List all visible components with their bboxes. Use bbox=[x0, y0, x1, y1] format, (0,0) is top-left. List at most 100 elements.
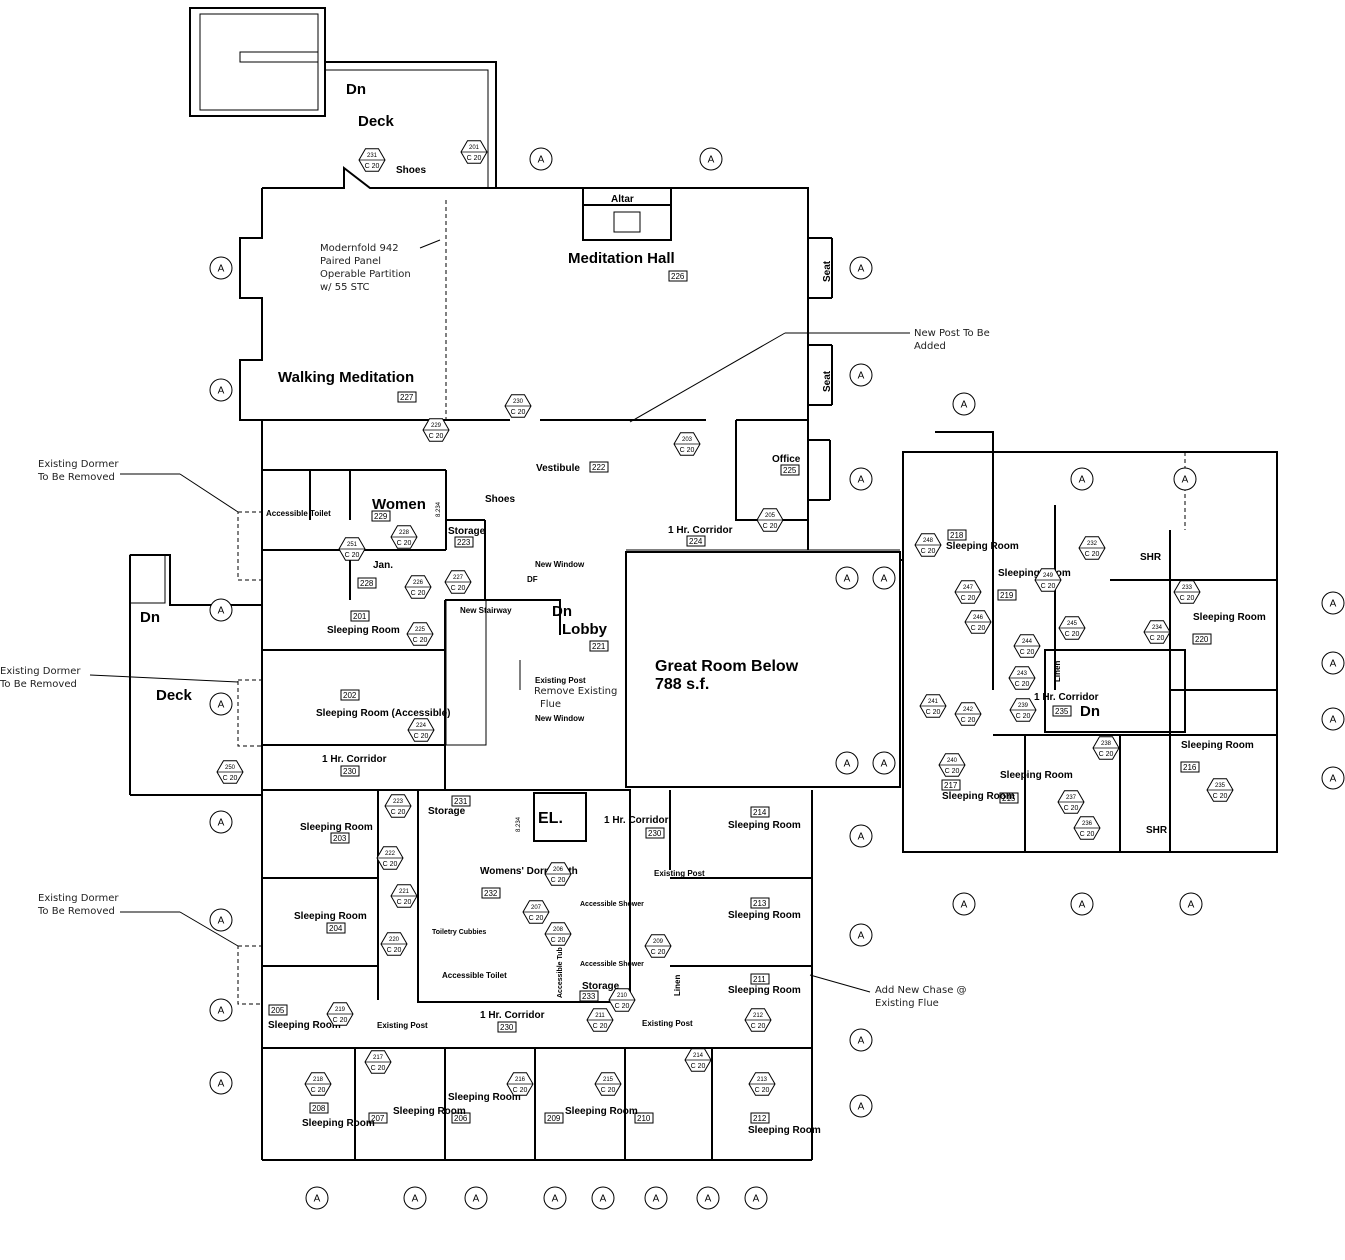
window-tag-circle bbox=[1321, 591, 1345, 615]
door-rating: C 20 bbox=[680, 447, 695, 454]
door-rating: C 20 bbox=[414, 733, 429, 740]
room-name: Sleeping Room bbox=[748, 1125, 821, 1136]
shoes-label: Shoes bbox=[485, 494, 515, 505]
seat-label: Seat bbox=[822, 370, 833, 392]
door-rating: C 20 bbox=[961, 595, 976, 602]
room-number: 230 bbox=[500, 1023, 514, 1032]
room-number: 210 bbox=[637, 1114, 651, 1123]
window-tag-circle bbox=[209, 256, 233, 280]
room-number: 230 bbox=[343, 767, 357, 776]
door-number: 216 bbox=[515, 1077, 526, 1083]
new-window-label: New Window bbox=[535, 560, 585, 569]
deck-label: Deck bbox=[358, 113, 395, 130]
door-number: 231 bbox=[367, 153, 378, 159]
drinking-fountain-label: DF bbox=[527, 575, 538, 584]
door-rating: C 20 bbox=[511, 409, 526, 416]
room-number: 216 bbox=[1183, 763, 1197, 772]
door-rating: C 20 bbox=[1099, 751, 1114, 758]
window-tag-letter: A bbox=[753, 1194, 760, 1205]
window-tag-circle bbox=[543, 1186, 567, 1210]
door-number: 226 bbox=[413, 580, 424, 586]
stair-down-label: Dn bbox=[140, 609, 160, 626]
window-tag: A bbox=[952, 392, 976, 416]
door-rating: C 20 bbox=[429, 433, 444, 440]
window-tag: A bbox=[403, 1186, 427, 1210]
door-number: 229 bbox=[431, 423, 442, 429]
window-tag: A bbox=[952, 892, 976, 916]
room-name: Sleeping Room bbox=[565, 1106, 638, 1117]
modernfold-note-line: w/ 55 STC bbox=[320, 282, 370, 293]
door-rating: C 20 bbox=[513, 1087, 528, 1094]
room-number: 204 bbox=[329, 924, 343, 933]
window-tag-circle bbox=[209, 908, 233, 932]
window-tag-circle bbox=[849, 363, 873, 387]
toiletry-cubbies-label: Toiletry Cubbies bbox=[432, 929, 486, 936]
room-name: Womens' Dorm Bath bbox=[480, 866, 578, 877]
room-name: Meditation Hall bbox=[568, 250, 675, 267]
seat-label: Seat bbox=[822, 260, 833, 282]
door-number: 213 bbox=[757, 1077, 768, 1083]
door-number: 240 bbox=[947, 758, 958, 764]
room-number: 208 bbox=[312, 1104, 326, 1113]
door-number: 250 bbox=[225, 765, 236, 771]
door-rating: C 20 bbox=[1213, 793, 1228, 800]
door-rating: C 20 bbox=[1064, 805, 1079, 812]
door-number: 210 bbox=[617, 993, 628, 999]
room-number: 217 bbox=[944, 781, 958, 790]
window-tag-circle bbox=[1321, 766, 1345, 790]
door-number: 223 bbox=[393, 799, 404, 805]
room-number: 214 bbox=[753, 808, 767, 817]
window-tag-letter: A bbox=[218, 818, 225, 829]
room-number: 202 bbox=[343, 691, 357, 700]
window-tag: A bbox=[1321, 766, 1345, 790]
door-rating: C 20 bbox=[1080, 831, 1095, 838]
door-rating: C 20 bbox=[371, 1065, 386, 1072]
room-name: Sleeping Room bbox=[946, 541, 1019, 552]
modernfold-note-line: Paired Panel bbox=[320, 256, 381, 267]
window-tag: A bbox=[209, 908, 233, 932]
room-name: Sleeping Room bbox=[302, 1118, 375, 1129]
window-tag-letter: A bbox=[218, 916, 225, 927]
leader-lines bbox=[89, 239, 910, 993]
door-number: 219 bbox=[335, 1007, 346, 1013]
room-name: Sleeping Room bbox=[1193, 612, 1266, 623]
window-tag: A bbox=[305, 1186, 329, 1210]
door-number: 209 bbox=[653, 939, 664, 945]
door-rating: C 20 bbox=[1150, 635, 1165, 642]
window-tag-letter: A bbox=[538, 155, 545, 166]
room-name: Walking Meditation bbox=[278, 369, 414, 386]
door-number: 251 bbox=[347, 542, 358, 548]
window-tag: A bbox=[849, 1094, 873, 1118]
remove-flue-note-line: Flue bbox=[540, 699, 561, 710]
room-number: 224 bbox=[689, 537, 703, 546]
window-tag: A bbox=[644, 1186, 668, 1210]
room-name: Storage bbox=[448, 526, 486, 537]
window-tag-letter: A bbox=[844, 759, 851, 770]
window-tag-letter: A bbox=[1330, 659, 1337, 670]
window-tag: A bbox=[872, 751, 896, 775]
door-tag: 224 C 20 bbox=[407, 718, 435, 742]
existing-post-label: Existing Post bbox=[642, 1019, 693, 1028]
window-tag-circle bbox=[209, 378, 233, 402]
accessible-tub-label: Accessible Tub bbox=[557, 947, 564, 998]
room-number: 232 bbox=[484, 889, 498, 898]
window-tag-circle bbox=[209, 598, 233, 622]
door-tag: 236 C 20 bbox=[1073, 816, 1101, 840]
door-number: 236 bbox=[1082, 821, 1093, 827]
window-tag-letter: A bbox=[708, 155, 715, 166]
window-tag-letter: A bbox=[1330, 774, 1337, 785]
door-number: 247 bbox=[963, 585, 974, 591]
dormer-note-line: To Be Removed bbox=[37, 472, 115, 483]
window-tag-circle bbox=[872, 751, 896, 775]
room-labels: Meditation Hall Walking Meditation Vesti… bbox=[268, 250, 1266, 1136]
door-rating: C 20 bbox=[345, 552, 360, 559]
door-number: 224 bbox=[416, 723, 427, 729]
